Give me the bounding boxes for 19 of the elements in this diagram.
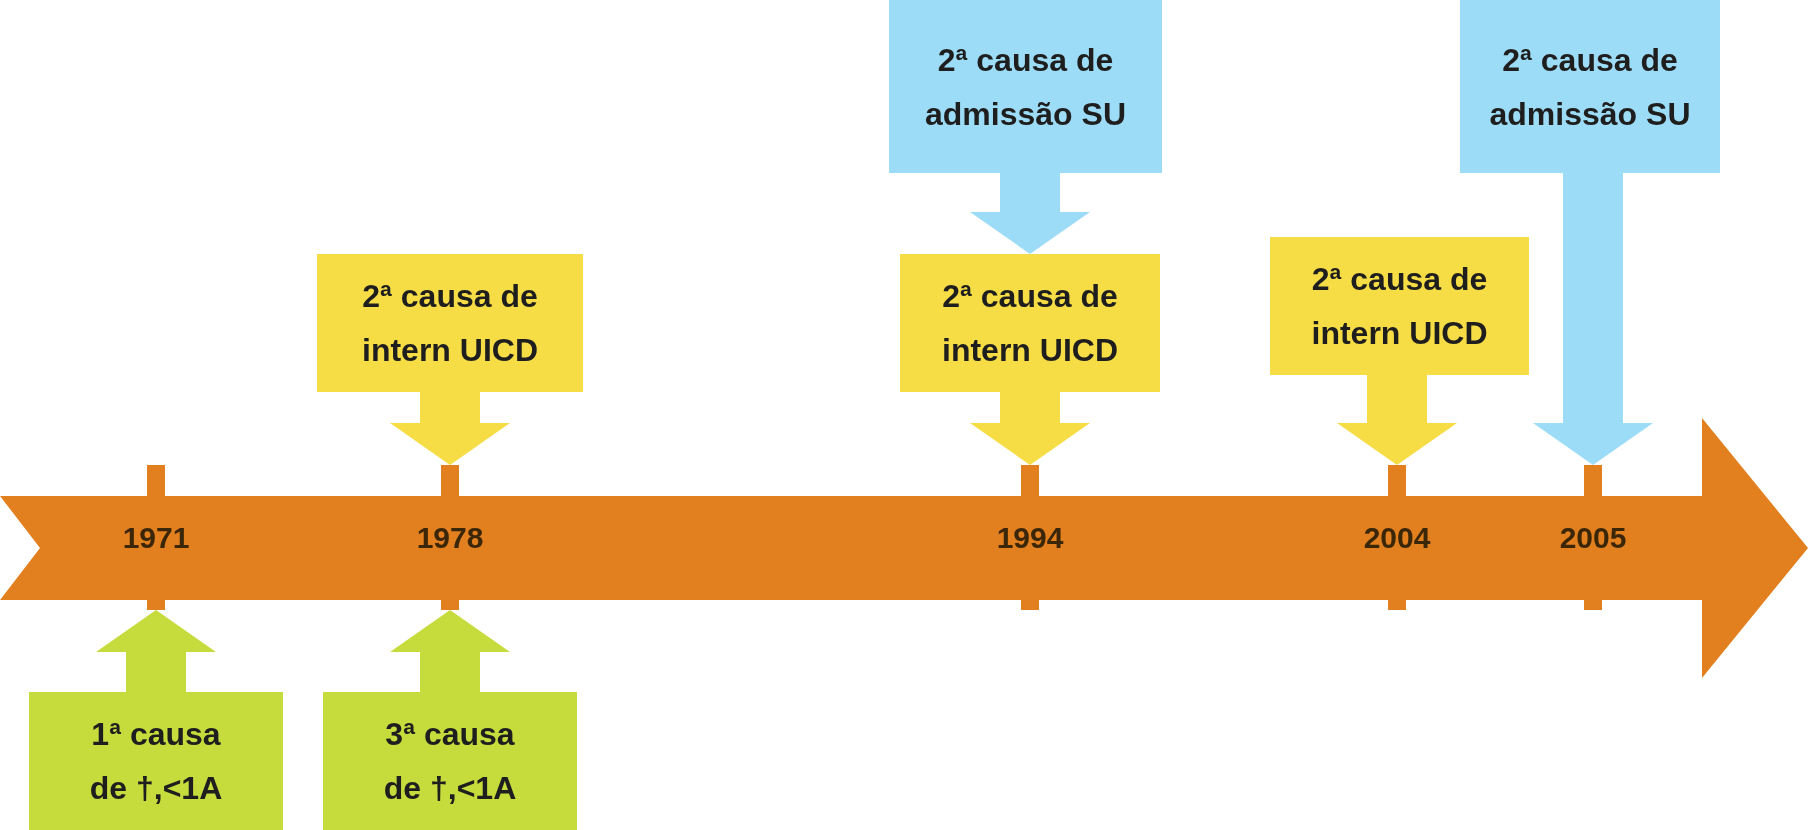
year-label: 1978 — [400, 465, 500, 610]
block-arrow — [970, 173, 1090, 254]
callout-box: 2ª causa de admissão SU — [1460, 0, 1720, 173]
callout-box: 2ª causa de admissão SU — [889, 0, 1162, 173]
block-arrow — [96, 610, 216, 692]
block-arrow — [1337, 375, 1457, 465]
callout-box: 3ª causa de †,<1A — [323, 692, 577, 830]
callout-box: 2ª causa de intern UICD — [1270, 237, 1529, 375]
block-arrow — [390, 610, 510, 692]
year-label: 1971 — [106, 465, 206, 610]
year-label: 1994 — [980, 465, 1080, 610]
callout-box: 1ª causa de †,<1A — [29, 692, 283, 830]
block-arrow — [970, 392, 1090, 465]
year-label: 2004 — [1347, 465, 1447, 610]
block-arrow — [1533, 173, 1653, 465]
callout-box: 2ª causa de intern UICD — [317, 254, 583, 392]
year-label: 2005 — [1543, 465, 1643, 610]
block-arrow — [390, 392, 510, 465]
callout-box: 2ª causa de intern UICD — [900, 254, 1160, 392]
